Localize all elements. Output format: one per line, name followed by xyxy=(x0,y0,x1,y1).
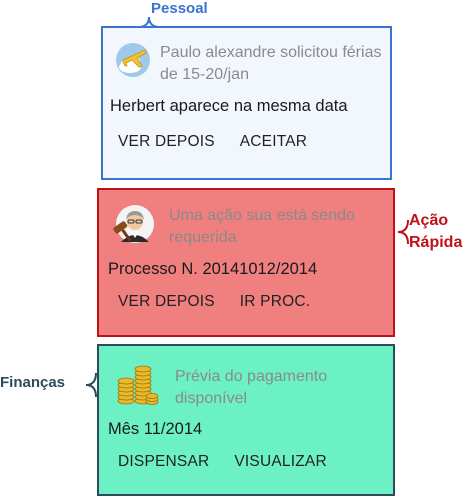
ver-depois-button[interactable]: VER DEPOIS xyxy=(118,293,215,310)
notification-headline: Uma ação sua está sendo requerida xyxy=(169,207,355,246)
tag-pessoal: Pessoal xyxy=(151,0,208,17)
notification-detail: Mês 11/2014 xyxy=(108,420,203,438)
ver-depois-button[interactable]: VER DEPOIS xyxy=(118,133,215,150)
tag-financas: Finanças xyxy=(0,374,65,391)
notification-card-acao-rapida[interactable]: Uma ação sua está sendo requerida Proces… xyxy=(97,188,395,337)
visualizar-button[interactable]: VISUALIZAR xyxy=(234,453,327,470)
notification-card-pessoal[interactable]: Paulo alexandre solicitou férias de 15-2… xyxy=(101,26,392,180)
notification-actions: VER DEPOIS IR PROC. xyxy=(118,293,310,311)
notification-headline: Paulo alexandre solicitou férias de 15-2… xyxy=(160,44,382,83)
ir-proc-button[interactable]: IR PROC. xyxy=(239,293,311,310)
tag-pessoal-label: Pessoal xyxy=(151,0,208,17)
aceitar-button[interactable]: ACEITAR xyxy=(239,133,308,150)
airplane-cloud-icon xyxy=(116,43,150,77)
judge-gavel-icon xyxy=(113,205,154,243)
notification-actions: VER DEPOIS ACEITAR xyxy=(118,133,307,151)
notification-actions: DISPENSAR VISUALIZAR xyxy=(118,453,327,471)
tag-acao-rapida-pointer xyxy=(397,219,409,245)
tag-pessoal-pointer xyxy=(139,16,159,28)
notification-detail: Herbert aparece na mesma data xyxy=(110,97,348,115)
tag-financas-label: Finanças xyxy=(0,374,66,391)
tag-financas-pointer xyxy=(85,372,97,398)
notification-headline: Prévia do pagamento disponível xyxy=(175,368,328,407)
notification-detail: Processo N. 20141012/2014 xyxy=(108,260,318,278)
tag-acao-rapida: Ação Rápida xyxy=(409,210,462,254)
notification-card-financas[interactable]: Prévia do pagamento disponível Mês 11/20… xyxy=(97,344,395,496)
dispensar-button[interactable]: DISPENSAR xyxy=(118,453,210,470)
tag-acao-rapida-line-2: Rápida xyxy=(409,234,463,251)
tag-acao-rapida-line-1: Ação xyxy=(409,212,449,229)
gold-coins-icon xyxy=(117,365,159,405)
